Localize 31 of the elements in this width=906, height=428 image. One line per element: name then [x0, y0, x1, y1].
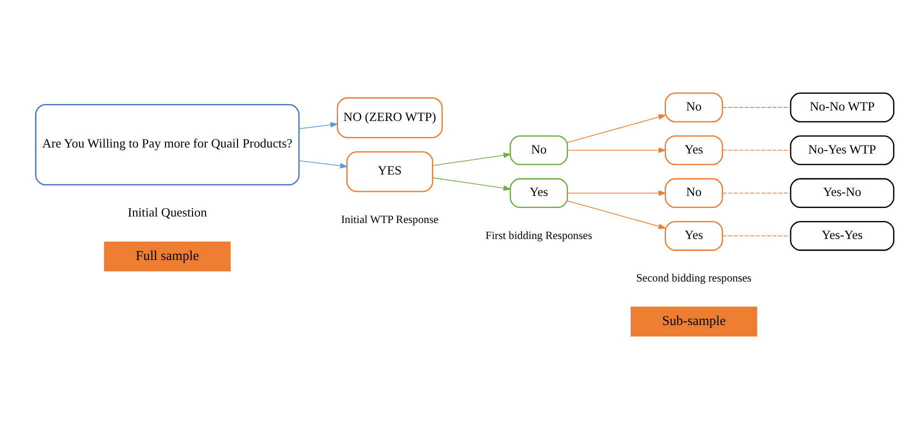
node-box: Are You Willing to Pay more for Quail Products?	[35, 104, 300, 185]
node-box: No-Yes WTP	[790, 134, 894, 165]
arrow	[432, 152, 512, 166]
node-box: NO (ZERO WTP)	[336, 96, 443, 138]
node-box: No	[664, 92, 724, 122]
label: Full sample	[136, 247, 199, 262]
connector	[722, 192, 791, 193]
node-box: Yes	[664, 220, 724, 250]
node-box: Yes	[664, 134, 724, 165]
arrow	[567, 200, 666, 228]
arrow	[567, 190, 666, 196]
node-label: Initial Question	[128, 205, 207, 220]
node-box: No	[510, 134, 568, 165]
node-box: YES	[346, 150, 434, 192]
arrow	[567, 114, 666, 142]
node-box: No	[664, 178, 724, 208]
node-box: Yes	[510, 178, 568, 208]
arrow	[298, 122, 338, 129]
label: Initial WTP Response	[341, 213, 438, 226]
arrow	[432, 176, 512, 190]
arrow	[298, 160, 348, 168]
label: Second bidding responses	[636, 272, 752, 284]
connector	[722, 106, 791, 108]
arrow	[567, 146, 666, 153]
node-box: Yes-Yes	[790, 220, 894, 250]
connector	[722, 149, 791, 150]
node-box: Yes-No	[790, 178, 894, 208]
label: First bidding Responses	[486, 229, 592, 242]
node-box: No-No WTP	[790, 92, 894, 122]
connector	[722, 235, 791, 236]
label: Sub-sample	[662, 312, 726, 328]
